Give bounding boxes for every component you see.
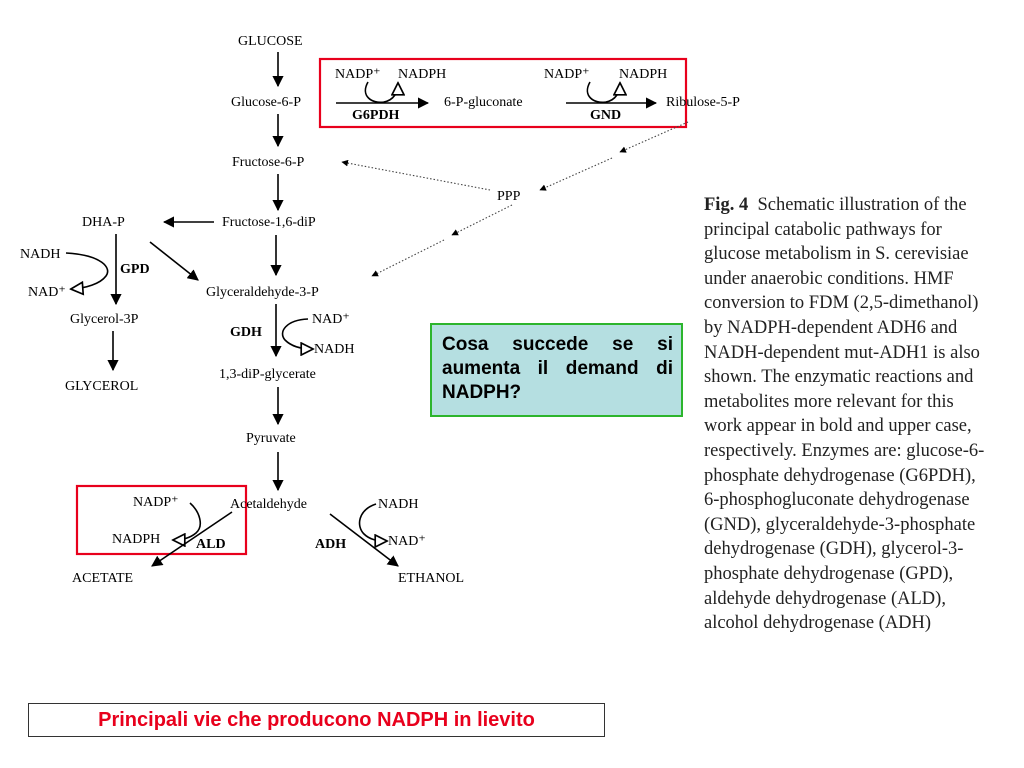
g6pdh-enzyme-label: G6PDH — [352, 108, 400, 123]
slide-title-text: Principali vie che producono NADPH in li… — [98, 708, 535, 731]
acetaldehyde-label: Acetaldehyde — [230, 497, 307, 512]
adh-nad-label: NAD⁺ — [388, 534, 426, 549]
figure-caption: Fig. 4 Schematic illustration of the pri… — [704, 193, 994, 636]
ald-highlight — [75, 484, 248, 556]
figure-label: Fig. 4 — [704, 195, 749, 215]
pathway-diagram: GLUCOSE Glucose-6-P Fructose-6-P Fructos… — [20, 34, 740, 586]
gnd-cofactor-curve — [586, 82, 620, 104]
adh-enzyme-label: ADH — [315, 537, 346, 552]
g6pdh-nadp-label: NADP⁺ — [335, 67, 381, 82]
ald-cofactor-curve — [174, 502, 202, 540]
figure-caption-text: Schematic illustration of the principal … — [704, 195, 985, 634]
fructose-6p-label: Fructose-6-P — [232, 155, 305, 170]
fructose-16-dip-label: Fructose-1,6-diP — [222, 215, 316, 230]
pyruvate-label: Pyruvate — [246, 431, 296, 446]
g6pdh-nadph-label: NADPH — [398, 67, 446, 82]
ald-nadp-label: NADP⁺ — [133, 495, 179, 510]
dotted-ppp-to-gap-2 — [371, 239, 445, 277]
dotted-ribulose-to-ppp-2 — [539, 157, 613, 191]
glucose-label: GLUCOSE — [238, 34, 303, 49]
ppp-label: PPP — [497, 189, 521, 204]
gdh-nadh-label: NADH — [314, 342, 354, 357]
gnd-nadph-label: NADPH — [619, 67, 667, 82]
arrow-acetaldehyde-acetate — [151, 511, 233, 567]
g6pdh-cofactor-curve — [364, 82, 398, 104]
glucose-6p-label: Glucose-6-P — [231, 95, 301, 110]
acetate-label: ACETATE — [72, 571, 133, 586]
glyceraldehyde-3p-label: Glyceraldehyde-3-P — [206, 285, 319, 300]
glycerol-3p-label: Glycerol-3P — [70, 312, 139, 327]
dotted-ppp-to-f6p — [341, 159, 491, 191]
gdh-enzyme-label: GDH — [230, 325, 262, 340]
dhap-label: DHA-P — [82, 215, 125, 230]
gpd-nad-label: NAD⁺ — [28, 285, 66, 300]
gpd-cofactor-curve — [65, 252, 109, 289]
oxidative-ppp-highlight — [318, 57, 688, 129]
arrow-dhap-gap — [149, 241, 199, 281]
question-box: Cosa succede se si aumenta il demand di … — [430, 323, 683, 417]
ribulose-5p-label: Ribulose-5-P — [666, 95, 740, 110]
gdh-cofactor-curve — [281, 318, 312, 349]
glycerol-label: GLYCEROL — [65, 379, 138, 394]
gnd-enzyme-label: GND — [590, 108, 621, 123]
gnd-nadp-label: NADP⁺ — [544, 67, 590, 82]
gdh-nad-label: NAD⁺ — [312, 312, 350, 327]
slide-title: Principali vie che producono NADPH in li… — [28, 703, 605, 737]
ald-enzyme-label: ALD — [196, 537, 226, 552]
adh-cofactor-curve — [358, 503, 386, 541]
arrow-acetaldehyde-ethanol — [329, 513, 399, 567]
question-text: Cosa succede se si aumenta il demand di … — [442, 334, 673, 403]
adh-nadh-label: NADH — [378, 497, 418, 512]
gpd-enzyme-label: GPD — [120, 262, 150, 277]
gpd-nadh-label: NADH — [20, 247, 60, 262]
dotted-ppp-to-gap-1 — [451, 204, 513, 236]
13-dip-glycerate-label: 1,3-diP-glycerate — [219, 367, 316, 382]
6p-gluconate-label: 6-P-gluconate — [444, 95, 523, 110]
ald-nadph-label: NADPH — [112, 532, 160, 547]
ethanol-label: ETHANOL — [398, 571, 464, 586]
